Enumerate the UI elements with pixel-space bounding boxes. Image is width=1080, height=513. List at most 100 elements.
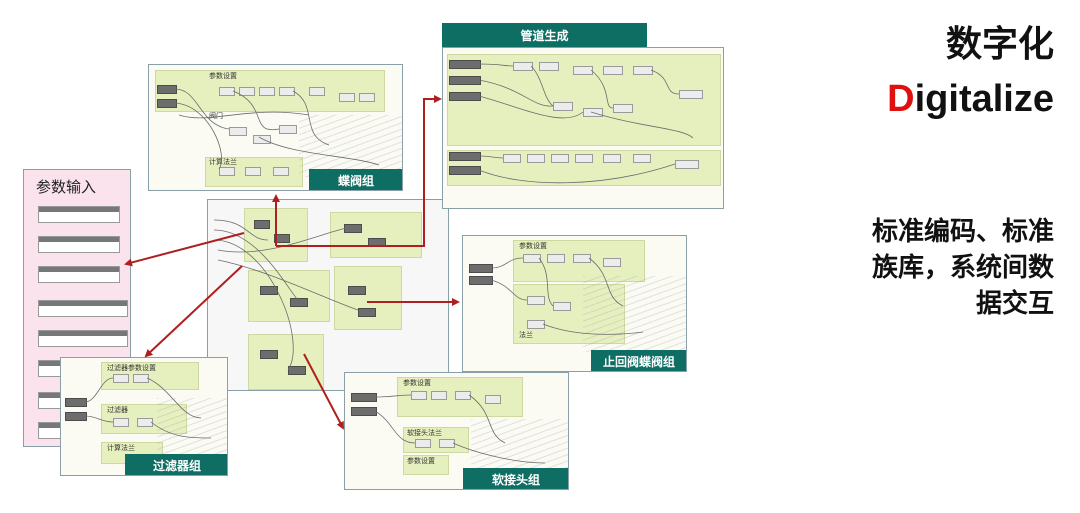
node xyxy=(679,90,703,99)
description-line-2: 族库，系统间数 xyxy=(871,253,1054,283)
check-valve-wires xyxy=(490,257,644,335)
overview-group xyxy=(248,334,324,390)
description: 标准编码、标准 族库，系统间数 据交互 xyxy=(818,214,1054,322)
node xyxy=(253,135,271,144)
check-valve-3d-grid xyxy=(583,276,686,352)
pipe-generation-label: 管道生成 xyxy=(442,23,647,47)
soft-joint-label: 软接头组 xyxy=(463,468,568,489)
node xyxy=(273,167,289,176)
node xyxy=(527,154,545,163)
overview-graph-panel xyxy=(207,199,449,391)
title-english: Digitalize xyxy=(887,78,1054,121)
node xyxy=(675,160,699,169)
butterfly-group-2-label: 阀门 xyxy=(209,112,223,120)
filter-3d-grid xyxy=(157,398,227,454)
filter-group-1-label: 过滤器参数设置 xyxy=(107,364,156,372)
node xyxy=(603,154,621,163)
node xyxy=(527,296,545,305)
node xyxy=(229,127,247,136)
node xyxy=(603,258,621,267)
overview-group xyxy=(330,212,422,258)
description-line-3: 据交互 xyxy=(975,289,1054,319)
parameter-input-title: 参数输入 xyxy=(36,178,97,196)
node xyxy=(113,418,129,427)
node xyxy=(633,154,651,163)
overview-node xyxy=(274,234,290,243)
overview-group xyxy=(334,266,402,330)
node xyxy=(219,167,235,176)
overview-node xyxy=(358,308,376,317)
node xyxy=(469,264,493,273)
node xyxy=(65,398,87,407)
title-english-rest: igitalize xyxy=(914,78,1054,120)
overview-group xyxy=(248,270,330,322)
input-node xyxy=(38,236,120,253)
node xyxy=(575,154,593,163)
node xyxy=(415,439,431,448)
node xyxy=(351,393,377,402)
soft-joint-group-3 xyxy=(403,455,449,475)
pipe-wires xyxy=(478,63,694,184)
node xyxy=(359,93,375,102)
soft-joint-group-2-label: 软接头法兰 xyxy=(407,429,442,437)
title-english-initial: D xyxy=(887,78,915,120)
node xyxy=(449,60,481,69)
soft-joint-group-3-label: 参数设置 xyxy=(407,457,435,465)
overview-node xyxy=(288,366,306,375)
node xyxy=(449,152,481,161)
node xyxy=(539,62,559,71)
title-chinese: 数字化 xyxy=(945,24,1054,65)
butterfly-group-1-label: 参数设置 xyxy=(209,72,237,80)
check-valve-group-1-label: 参数设置 xyxy=(519,242,547,250)
soft-joint-3d-grid xyxy=(471,419,568,469)
overview-node xyxy=(290,298,308,307)
arrow-to-input-panel xyxy=(124,232,245,267)
input-node xyxy=(38,206,120,223)
soft-joint-group-1-label: 参数设置 xyxy=(403,379,431,387)
overview-wires xyxy=(213,219,359,371)
node xyxy=(573,254,591,263)
pipe-generation-panel xyxy=(442,47,724,209)
butterfly-3d-grid xyxy=(299,115,402,177)
check-valve-label: 止回阀蝶阀组 xyxy=(591,350,686,371)
node xyxy=(411,391,427,400)
soft-joint-wires xyxy=(374,394,546,464)
node xyxy=(551,154,569,163)
check-valve-group-2-label: 法兰 xyxy=(519,331,533,339)
description-line-1: 标准编码、标准 xyxy=(871,217,1054,247)
node xyxy=(65,412,87,421)
filter-label: 过滤器组 xyxy=(125,454,227,475)
overview-node xyxy=(348,286,366,295)
arrow-to-filter-panel xyxy=(144,265,243,358)
node xyxy=(309,87,325,96)
node xyxy=(455,391,471,400)
butterfly-valve-panel: 参数设置 阀门 计算法兰 蝶阀组 xyxy=(148,64,403,191)
butterfly-wires xyxy=(174,88,380,170)
node xyxy=(113,374,129,383)
node xyxy=(339,93,355,102)
node xyxy=(547,254,565,263)
filter-group-2-label: 过滤器 xyxy=(107,406,128,414)
input-node xyxy=(38,330,128,347)
arrow-to-soft-joint-panel xyxy=(303,353,344,430)
node xyxy=(613,104,633,113)
overview-node xyxy=(254,220,270,229)
node xyxy=(485,395,501,404)
node xyxy=(523,254,541,263)
node xyxy=(553,102,573,111)
butterfly-valve-label: 蝶阀组 xyxy=(309,169,402,190)
filter-panel: 过滤器参数设置 过滤器 计算法兰 过滤器组 xyxy=(60,357,228,476)
filter-group-3-label: 计算法兰 xyxy=(107,444,135,452)
node xyxy=(513,62,533,71)
node xyxy=(279,125,297,134)
node xyxy=(245,167,261,176)
soft-joint-panel: 参数设置 软接头法兰 参数设置 软接头组 xyxy=(344,372,569,490)
input-node xyxy=(38,300,128,317)
filter-wires xyxy=(84,377,212,439)
overview-node xyxy=(260,350,278,359)
node xyxy=(503,154,521,163)
node xyxy=(573,66,593,75)
check-valve-panel: 参数设置 法兰 止回阀蝶阀组 xyxy=(462,235,687,372)
node xyxy=(431,391,447,400)
